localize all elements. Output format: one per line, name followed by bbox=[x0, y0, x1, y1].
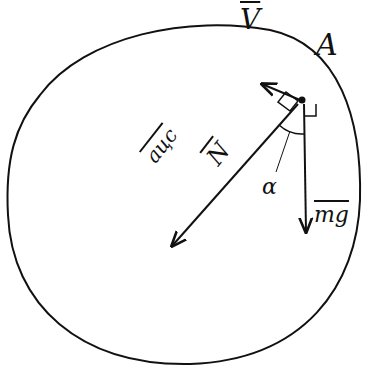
gravity-label: mg bbox=[314, 204, 349, 226]
angle-label: α bbox=[262, 176, 277, 198]
acceleration-label: aцс bbox=[142, 125, 181, 167]
force-label: N bbox=[203, 138, 235, 169]
circular-path bbox=[7, 25, 360, 364]
right-angle-mark bbox=[304, 104, 316, 116]
gravity-arrow bbox=[304, 104, 306, 232]
angle-arc bbox=[279, 125, 304, 134]
leader-line bbox=[276, 131, 290, 172]
velocity-label: V bbox=[240, 6, 260, 34]
point-label: A bbox=[316, 30, 338, 60]
right-angle-mark bbox=[278, 92, 298, 111]
